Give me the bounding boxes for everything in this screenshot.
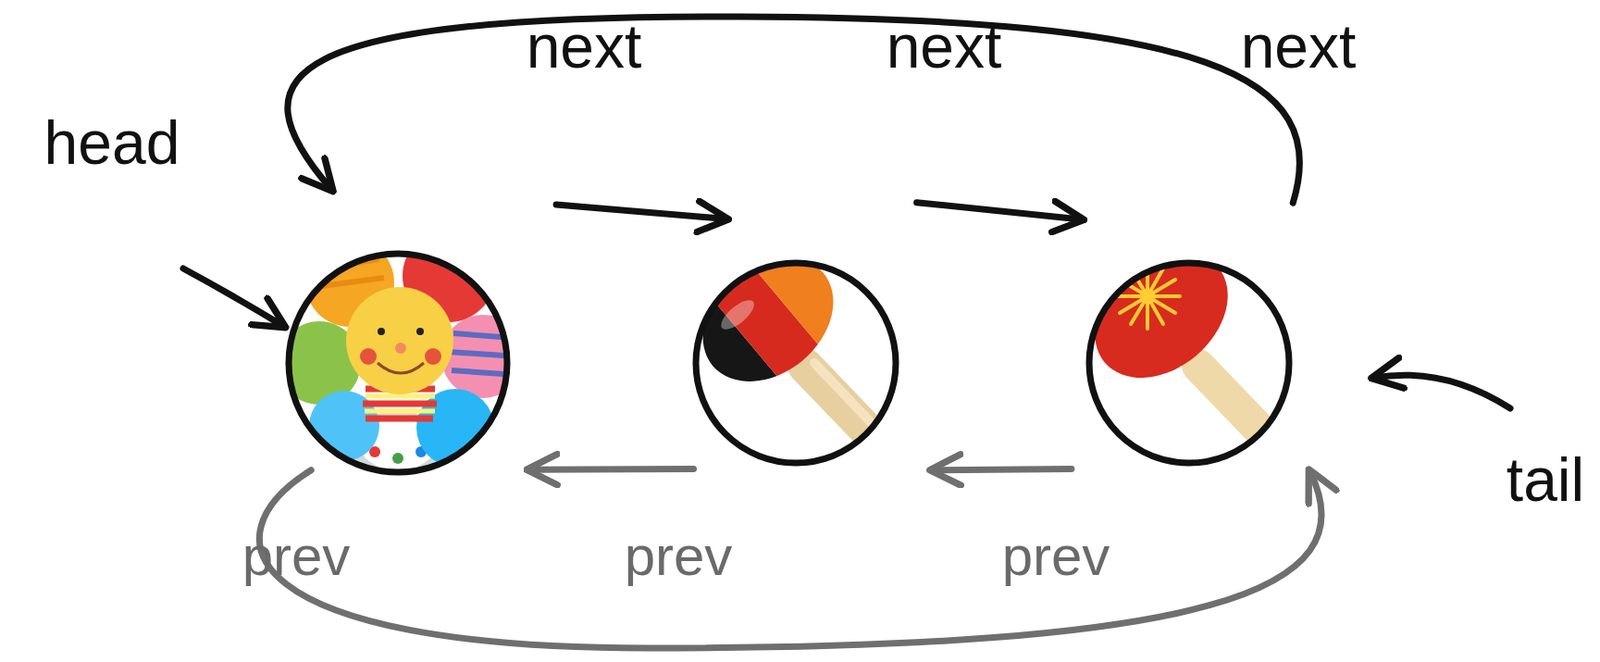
prev-pointer-arrow bbox=[529, 465, 694, 473]
pointer-label: head bbox=[44, 111, 181, 174]
node-circle-outline bbox=[695, 262, 896, 463]
edge-label: next bbox=[1240, 15, 1357, 77]
sun-maraca-toy bbox=[1069, 225, 1315, 486]
tail-pointer-arrow bbox=[1374, 374, 1511, 409]
prev-pointer-arrow bbox=[259, 470, 1322, 648]
next-pointer-arrow bbox=[287, 16, 1301, 203]
maraca-toy bbox=[672, 223, 926, 491]
list-node-circle bbox=[285, 249, 511, 476]
node-outline bbox=[285, 249, 511, 476]
head-pointer-arrow bbox=[183, 268, 284, 326]
edge-label: next bbox=[526, 15, 643, 77]
edge-label: prev bbox=[242, 528, 351, 584]
edge-label: prev bbox=[624, 528, 733, 584]
node-circle-outline bbox=[1089, 262, 1290, 463]
list-node-circle bbox=[692, 259, 900, 467]
list-node-circle bbox=[1085, 259, 1293, 467]
next-pointer-arrow bbox=[556, 204, 726, 220]
flower-rattle bbox=[277, 229, 525, 474]
prev-pointer-arrow bbox=[932, 468, 1072, 470]
node-circle-outline bbox=[288, 253, 508, 472]
next-pointer-arrow bbox=[917, 202, 1082, 220]
edge-label: next bbox=[886, 15, 1003, 77]
node-outline bbox=[1085, 259, 1293, 467]
edge-label: prev bbox=[1002, 528, 1111, 584]
pointer-label: tail bbox=[1506, 448, 1585, 510]
node-outline bbox=[692, 259, 900, 467]
